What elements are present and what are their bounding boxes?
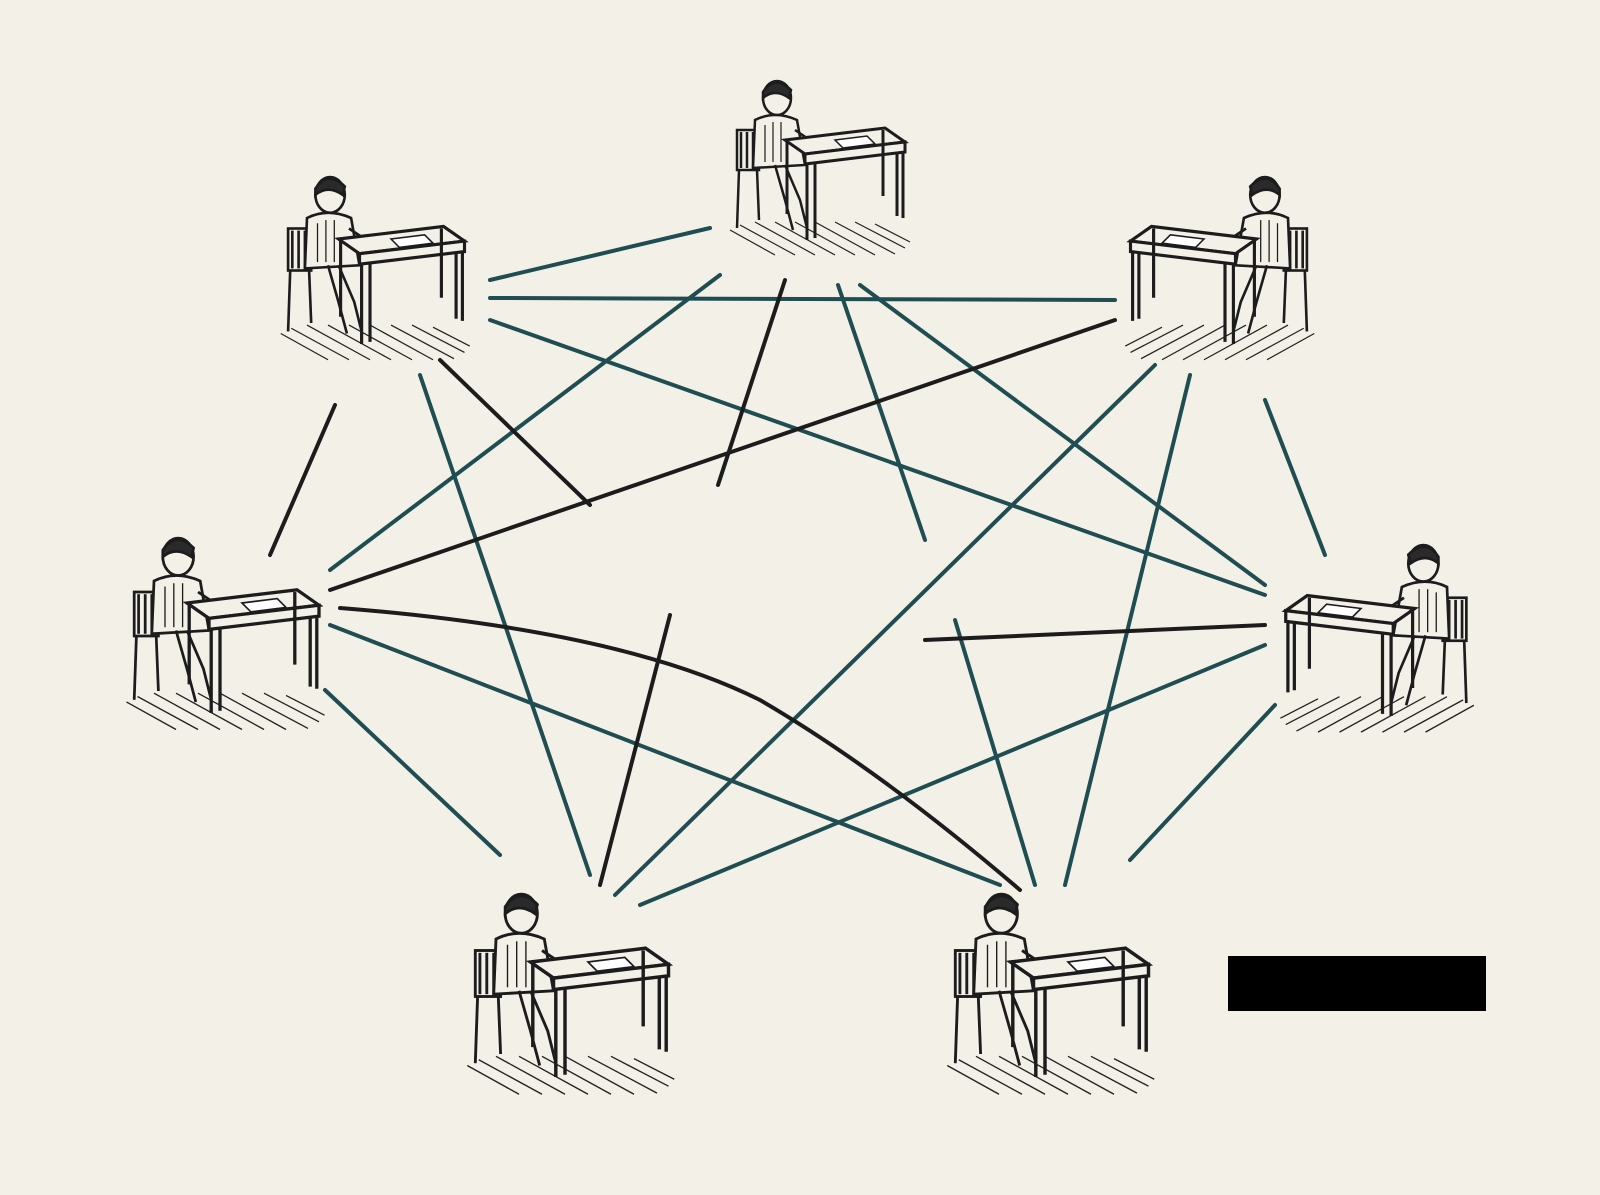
workstation-top-right bbox=[1123, 175, 1316, 362]
workstation-top-center bbox=[728, 79, 912, 257]
workstation-bottom-left bbox=[465, 892, 677, 1097]
workstation-top-left bbox=[279, 175, 472, 362]
workstation-bottom-right bbox=[945, 892, 1157, 1097]
connection-lines bbox=[268, 226, 1327, 907]
workstation-middle-left bbox=[124, 536, 327, 732]
workstation-middle-right bbox=[1278, 543, 1476, 734]
redaction-block bbox=[1228, 956, 1486, 1011]
